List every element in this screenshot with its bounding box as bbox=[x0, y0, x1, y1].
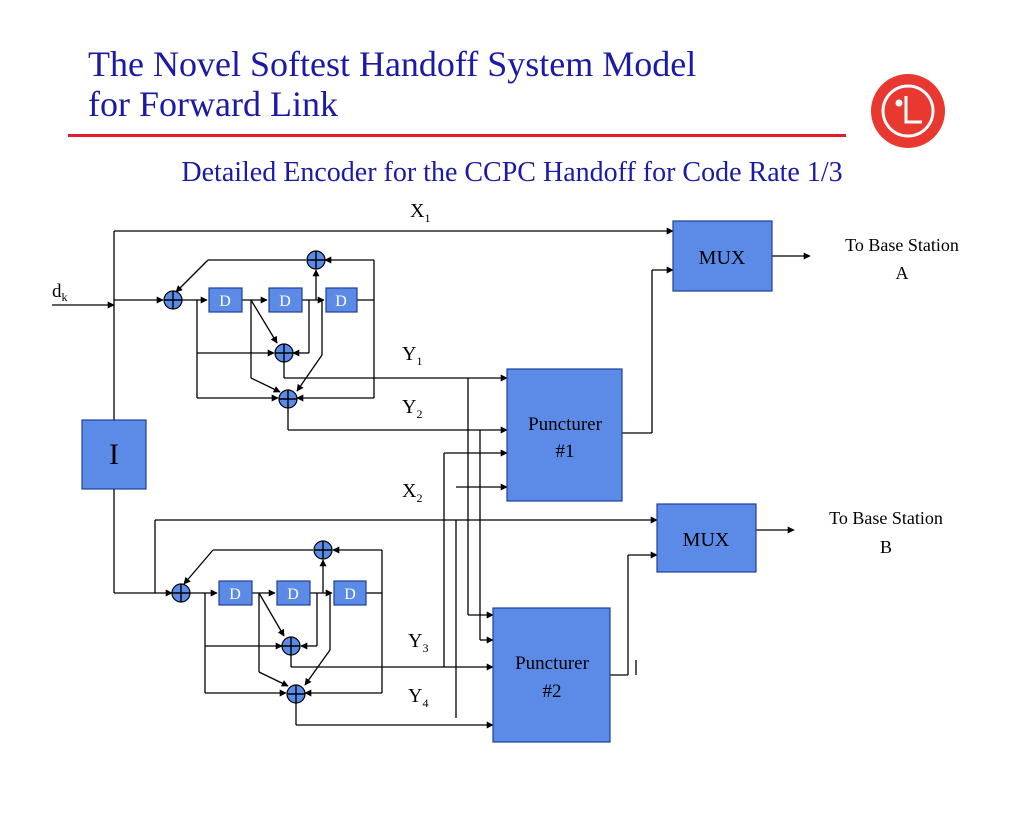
puncturer-1-block bbox=[506, 368, 623, 502]
puncturer-2-label: Puncturer bbox=[515, 653, 590, 674]
delay-block-top-3 bbox=[325, 287, 358, 313]
output-label-y4: Y4 bbox=[408, 685, 428, 710]
mux-a-block bbox=[672, 220, 773, 292]
puncturer-1-number: #1 bbox=[556, 441, 575, 462]
output-label-x1: X1 bbox=[410, 200, 430, 225]
adder-icon bbox=[163, 290, 183, 310]
delay-label-top-1: D bbox=[219, 293, 231, 310]
adder-icon bbox=[306, 250, 326, 270]
mux-b-label: MUX bbox=[683, 529, 730, 551]
input-label: dk bbox=[52, 281, 68, 304]
puncturer-2-block bbox=[492, 607, 611, 743]
title-underline bbox=[68, 134, 846, 137]
adder-icon bbox=[313, 540, 333, 560]
title-line-1: The Novel Softest Handoff System Model bbox=[88, 44, 697, 84]
delay-block-bottom-3 bbox=[333, 580, 367, 606]
adder-icon bbox=[286, 684, 306, 704]
delay-label-bottom-1: D bbox=[229, 586, 241, 603]
lg-logo-icon bbox=[871, 74, 945, 148]
puncturer-2-number: #2 bbox=[543, 681, 562, 702]
delay-block-top-1 bbox=[208, 287, 243, 313]
page-title: The Novel Softest Handoff System Model f… bbox=[88, 44, 848, 124]
station-b-letter: B bbox=[880, 537, 892, 557]
delay-block-bottom-1 bbox=[218, 580, 253, 606]
delay-label-bottom-3: D bbox=[344, 586, 356, 603]
output-label-y2: Y2 bbox=[402, 396, 422, 421]
puncturer-1-label: Puncturer bbox=[528, 414, 603, 435]
interleaver-label: I bbox=[109, 438, 119, 471]
delay-label-top-2: D bbox=[279, 293, 291, 310]
output-label-y1: Y1 bbox=[402, 343, 422, 368]
delay-block-bottom-2 bbox=[276, 580, 311, 606]
mux-a-label: MUX bbox=[699, 247, 746, 269]
adder-icon bbox=[274, 343, 294, 363]
mux-b-block bbox=[656, 503, 757, 573]
station-b-label: To Base Station bbox=[829, 508, 943, 528]
delay-block-top-2 bbox=[268, 287, 303, 313]
output-label-x2: X2 bbox=[402, 480, 422, 505]
adder-icon bbox=[278, 389, 298, 409]
subtitle: Detailed Encoder for the CCPC Handoff fo… bbox=[181, 157, 843, 188]
interleaver-block bbox=[81, 419, 147, 490]
delay-label-top-3: D bbox=[335, 293, 347, 310]
adder-icon bbox=[171, 583, 191, 603]
signal-wires bbox=[52, 227, 811, 729]
xor-adders bbox=[163, 250, 333, 704]
delay-label-bottom-2: D bbox=[287, 586, 299, 603]
title-line-2: for Forward Link bbox=[88, 84, 338, 124]
station-a-label: To Base Station bbox=[845, 235, 959, 255]
station-a-letter: A bbox=[896, 263, 909, 283]
output-label-y3: Y3 bbox=[408, 630, 428, 655]
adder-icon bbox=[281, 636, 301, 656]
